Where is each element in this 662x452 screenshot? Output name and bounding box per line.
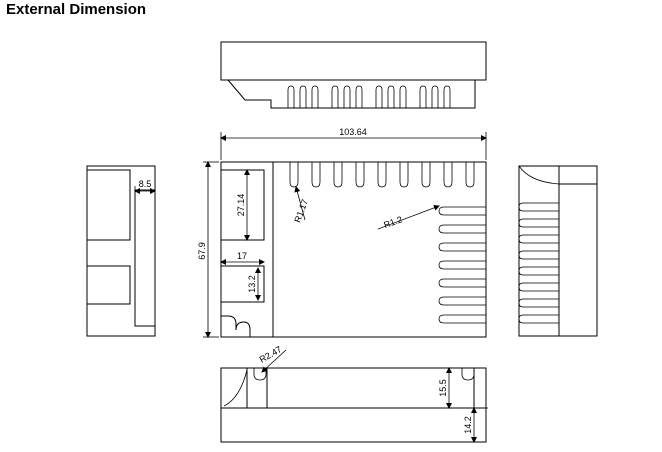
dim-terminal-width: 17 <box>220 251 265 265</box>
dim-radius-hole-label: R2.47 <box>258 344 284 365</box>
dim-slot-width-label: 8.5 <box>139 179 152 189</box>
dim-terminal-small-height-label: 13.2 <box>247 275 257 293</box>
dim-base-height-label: 15.5 <box>438 379 448 397</box>
dim-terminal-small-height: 13.2 <box>247 267 261 301</box>
dim-base-height: 15.5 <box>438 367 452 409</box>
dim-radius-slot-label: R1.17 <box>292 198 310 224</box>
dim-length-label: 103.64 <box>339 127 367 137</box>
dim-terminal-width-label: 17 <box>237 251 247 261</box>
dim-cover-height-label: 14.2 <box>463 416 473 434</box>
top-view-fins <box>287 85 451 108</box>
dim-width-label: 67.9 <box>197 242 207 260</box>
page-title: External Dimension <box>6 1 147 18</box>
dim-cover-height: 14.2 <box>463 407 488 443</box>
left-side-view: 8.5 <box>86 165 156 337</box>
dim-radius-fin-label: R1.2 <box>382 214 403 230</box>
top-view <box>220 41 487 109</box>
dim-terminal-height: 27.14 <box>236 169 250 241</box>
front-view-side-fins <box>438 206 486 324</box>
bottom-view <box>220 367 487 443</box>
front-view-top-fins <box>289 162 475 188</box>
front-view <box>220 161 487 338</box>
dim-radius-fin: R1.2 <box>377 204 440 230</box>
right-side-view <box>518 165 598 337</box>
right-side-fins <box>518 202 559 324</box>
dim-radius-slot: R1.17 <box>292 186 310 224</box>
dim-terminal-height-label: 27.14 <box>236 194 246 217</box>
dim-overall-length: 103.64 <box>220 127 487 160</box>
dim-overall-width: 67.9 <box>197 161 219 338</box>
